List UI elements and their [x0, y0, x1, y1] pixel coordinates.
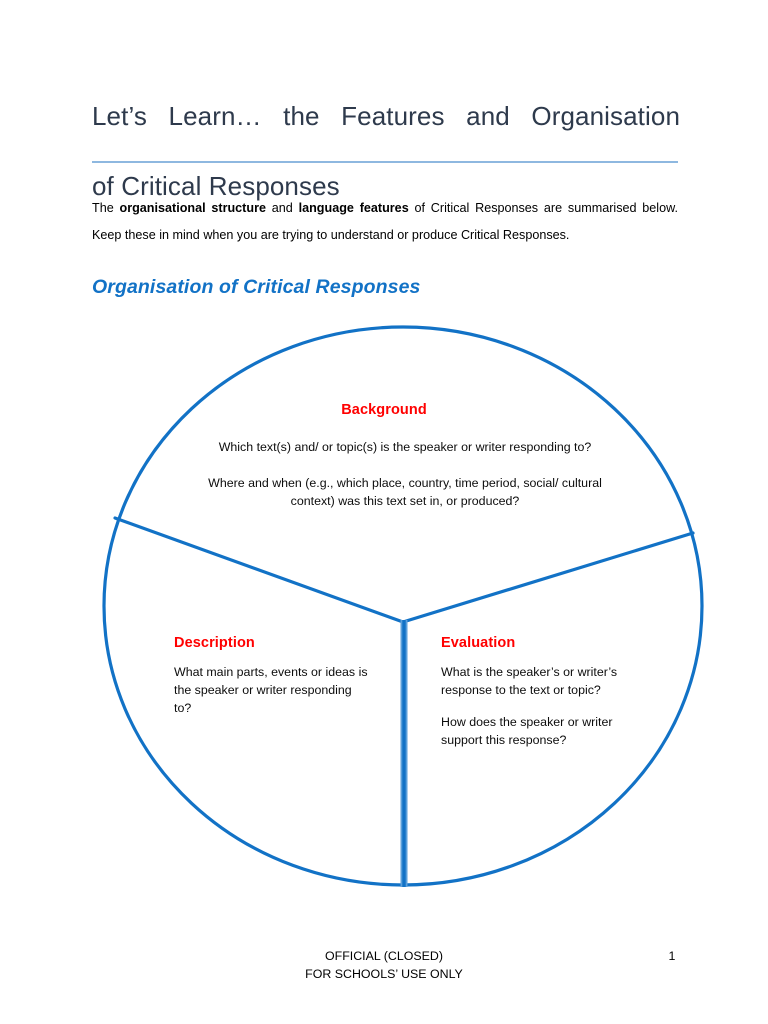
footer-line-1: OFFICIAL (CLOSED) — [325, 949, 443, 963]
pie-diagram-svg — [102, 325, 704, 887]
intro-text-part-1: The — [92, 200, 120, 215]
segment-body-background: Which text(s) and/ or topic(s) is the sp… — [190, 438, 620, 510]
page-title-line-1: Let’s Learn… the Features and Organisati… — [92, 101, 680, 132]
segment-label-evaluation: Evaluation — [441, 635, 516, 651]
organisation-pie-diagram: Background Which text(s) and/ or topic(s… — [0, 300, 768, 920]
section-heading-organisation: Organisation of Critical Responses — [92, 276, 421, 299]
footer-classification: OFFICIAL (CLOSED) FOR SCHOOLS’ USE ONLY — [0, 948, 768, 983]
background-question-2: Where and when (e.g., which place, count… — [208, 476, 602, 509]
page-title-line-2: of Critical Responses — [92, 171, 340, 202]
segment-body-description: What main parts, events or ideas is the … — [174, 663, 370, 717]
evaluation-question-1: What is the speaker’s or writer’s respon… — [441, 665, 618, 698]
background-question-1: Which text(s) and/ or topic(s) is the sp… — [218, 440, 592, 454]
title-divider — [92, 161, 678, 163]
page-title: Let’s Learn… the Features and Organisati… — [92, 99, 680, 203]
description-question-1: What main parts, events or ideas is the … — [174, 665, 368, 716]
evaluation-question-2: How does the speaker or writer support t… — [441, 715, 613, 748]
intro-bold-organisational-structure: organisational structure — [119, 200, 266, 215]
segment-label-description: Description — [174, 635, 255, 651]
intro-text-part-2: and — [265, 200, 299, 215]
intro-paragraph: The organisational structure and languag… — [92, 195, 678, 249]
page-number: 1 — [668, 949, 676, 963]
intro-text-part-3: of Critical Responses are summarised bel… — [92, 200, 679, 242]
pie-divider-upper-left — [113, 516, 405, 624]
segment-label-background: Background — [341, 402, 427, 418]
segment-body-evaluation: What is the speaker’s or writer’s respon… — [441, 663, 653, 749]
footer-line-2: FOR SCHOOLS’ USE ONLY — [305, 966, 463, 981]
pie-divider-upper-right — [401, 531, 695, 624]
intro-bold-language-features: language features — [298, 200, 409, 215]
